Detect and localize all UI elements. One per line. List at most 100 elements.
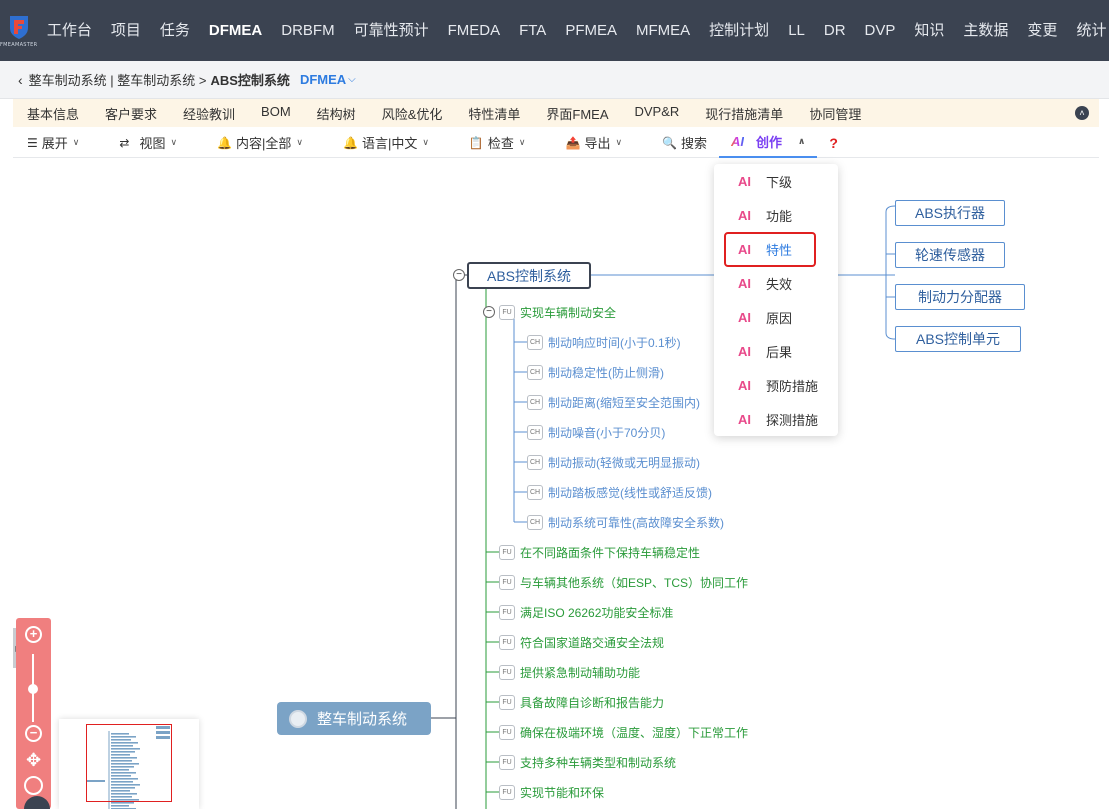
fit-view-icon[interactable] xyxy=(24,776,43,795)
minimap[interactable] xyxy=(59,719,199,809)
breadcrumb-path[interactable]: 整车制动系统 | 整车制动系统 > xyxy=(28,73,207,88)
export-icon: 📤 xyxy=(565,135,581,150)
child-node[interactable]: ABS控制单元 xyxy=(895,326,1021,352)
search-button[interactable]: 🔍 搜索 xyxy=(662,133,707,152)
center-node[interactable]: ABS控制系统 xyxy=(467,262,591,289)
tab-8[interactable]: DVP&R xyxy=(634,103,680,119)
nav-item-4[interactable]: DRBFM xyxy=(281,22,335,39)
zoom-in-icon[interactable]: + xyxy=(25,626,42,643)
root-node[interactable]: 整车制动系统 xyxy=(277,702,431,735)
nav-item-17[interactable]: 统计 xyxy=(1076,22,1107,39)
language-button[interactable]: 🔔 语言|中文 ∨ xyxy=(343,133,429,152)
create-label: 创作 xyxy=(756,135,783,150)
tab-7[interactable]: 界面FMEA xyxy=(546,106,609,122)
nav-item-9[interactable]: MFMEA xyxy=(636,22,691,39)
nav-item-0[interactable]: 工作台 xyxy=(46,22,92,39)
check-button[interactable]: 📋 检查 ∨ xyxy=(469,133,526,152)
app-logo[interactable]: FMEAMASTER xyxy=(0,0,37,61)
fu-tag-icon: FU xyxy=(499,755,515,770)
view-button[interactable]: ⇄ 视图 ∨ xyxy=(119,133,177,152)
top-navigation: FMEAMASTER 工作台 项目 任务 DFMEA DRBFM 可靠性预计 FMEDA FT… xyxy=(0,0,1109,61)
tab-5[interactable]: 风险&优化 xyxy=(381,106,443,122)
help-button[interactable]: ? xyxy=(829,135,838,151)
chevron-down-icon: ∨ xyxy=(170,137,178,147)
chevron-up-icon: ∧ xyxy=(798,136,806,146)
export-button[interactable]: 📤 导出 ∨ xyxy=(565,133,622,152)
breadcrumb-type-dropdown[interactable]: DFMEA xyxy=(299,72,347,87)
collapse-icon[interactable]: − xyxy=(453,269,465,281)
breadcrumb: ‹ 整车制动系统 | 整车制动系统 > ABS控制系统 DFMEA ⌵ xyxy=(0,61,1109,99)
tab-9[interactable]: 现行措施清单 xyxy=(705,106,784,122)
content-filter-button[interactable]: 🔔 内容|全部 ∨ xyxy=(217,133,303,152)
child-node[interactable]: 制动力分配器 xyxy=(895,284,1025,310)
ch-tag-icon: CH xyxy=(527,515,543,530)
nav-item-2[interactable]: 任务 xyxy=(159,22,190,39)
nav-item-7[interactable]: FTA xyxy=(519,22,547,39)
nav-item-6[interactable]: FMEDA xyxy=(447,22,501,39)
chevron-down-icon[interactable]: ⌵ xyxy=(348,74,356,85)
nav-item-16[interactable]: 变更 xyxy=(1027,22,1058,39)
child-node[interactable]: ABS执行器 xyxy=(895,200,1005,226)
root-circle-icon xyxy=(289,709,307,728)
nav-item-12[interactable]: DR xyxy=(823,22,846,39)
collapse-up-icon[interactable]: ˄ xyxy=(1075,106,1089,120)
locate-icon[interactable] xyxy=(24,796,50,809)
child-node[interactable]: 轮速传感器 xyxy=(895,242,1005,268)
chevron-down-icon: ∨ xyxy=(422,137,429,147)
nav-item-8[interactable]: PFMEA xyxy=(565,22,617,39)
tab-6[interactable]: 特性清单 xyxy=(468,106,521,122)
list-expand-icon: ☰ xyxy=(27,135,38,150)
tab-4[interactable]: 结构树 xyxy=(316,106,356,122)
expand-button[interactable]: ☰ 展开 ∨ xyxy=(27,133,79,152)
tab-1[interactable]: 客户要求 xyxy=(105,106,158,122)
nav-item-14[interactable]: 知识 xyxy=(914,22,945,39)
collapse-icon[interactable]: − xyxy=(483,306,495,318)
function-row-label: 确保在极端环境（温度、湿度）下正常工作 xyxy=(520,726,749,740)
back-icon[interactable]: ‹ xyxy=(18,71,23,88)
nav-item-13[interactable]: DVP xyxy=(864,22,896,39)
function-row-label: 在不同路面条件下保持车辆稳定性 xyxy=(520,546,701,560)
tab-10[interactable]: 协同管理 xyxy=(809,106,862,122)
tab-2[interactable]: 经验教训 xyxy=(183,106,236,122)
ai-create-button[interactable]: AI 创作 ∧ xyxy=(719,128,818,158)
minimap-viewport[interactable] xyxy=(86,724,172,802)
nav-items: 工作台 项目 任务 DFMEA DRBFM 可靠性预计 FMEDA FTA PFMEA MFMEA… xyxy=(37,0,1109,61)
zoom-slider-handle[interactable] xyxy=(28,684,38,694)
function-row-label: 符合国家道路交通安全法规 xyxy=(520,636,665,650)
nav-item-15[interactable]: 主数据 xyxy=(963,22,1009,39)
zoom-out-icon[interactable]: − xyxy=(25,725,42,742)
nav-item-5[interactable]: 可靠性预计 xyxy=(353,22,429,39)
nav-item-1[interactable]: 项目 xyxy=(110,22,141,39)
nav-item-10[interactable]: 控制计划 xyxy=(709,22,770,39)
nav-item-11[interactable]: LL xyxy=(788,22,805,39)
nav-item-3[interactable]: DFMEA xyxy=(208,22,263,39)
move-icon[interactable]: ✥ xyxy=(25,750,42,770)
tab-0[interactable]: 基本信息 xyxy=(27,106,80,122)
tab-3[interactable]: BOM xyxy=(261,103,291,119)
